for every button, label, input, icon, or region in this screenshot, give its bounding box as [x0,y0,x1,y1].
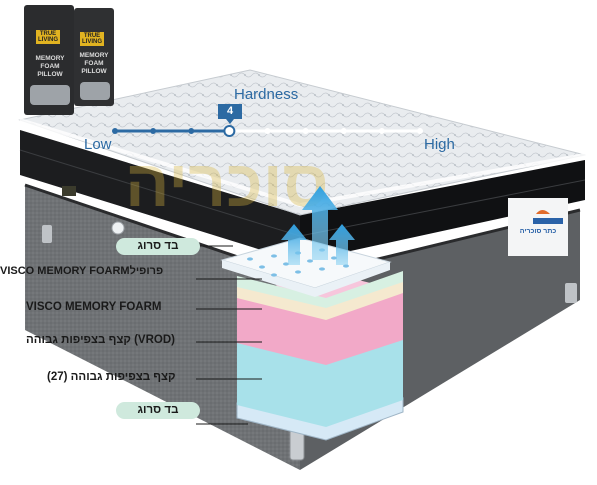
ventilation-hole [259,265,265,269]
layer-label-foam-vrod: קצף בצפיפות גבוהה (VROD) [26,334,175,346]
layer-label-foam-27: קצף בצפיפות גבוהה (27) [47,371,176,383]
leader-lines [196,245,262,425]
hardness-step-dot [302,128,309,134]
ventilation-hole [271,273,277,277]
hardness-step-dot [223,125,236,137]
ventilation-hole [247,257,253,261]
ventilation-hole [295,270,301,274]
layer-stack [220,237,404,441]
hardness-level-badge: 4 [226,105,234,117]
ventilation-hole [319,267,325,271]
hardness-step-dot [378,128,385,134]
pillow-package-1 [24,5,74,115]
layer-label-knit-bottom: בד סרוג [116,402,200,419]
hardness-step-dot [264,128,271,134]
hardness-step-dot [150,128,157,134]
bed-legs [42,225,577,461]
pillow-2-line1: MEMORY [79,52,109,59]
brand-tag: כתר סוכריה [519,228,557,235]
pillow-package-2 [74,8,114,106]
hardness-step-dot [112,128,118,134]
hardness-step-dot [417,128,423,134]
pillow-1-line1: MEMORY [35,55,65,62]
hardness-scale [112,104,423,137]
pillow-2-brand: TRUE LIVING [81,33,102,45]
hardness-low-label: Low [84,136,112,153]
ventilation-hole [283,262,289,266]
pillow-1-brand: TRUE LIVING [37,31,58,43]
ventilation-hole [331,256,337,260]
pillow-2-line2: FOAM [84,60,104,67]
layer-label-visco-profile: VISCO MEMORY FOARMפרופיל [0,265,164,277]
hardness-step-dot [340,128,347,134]
ventilation-hole [307,259,313,263]
pressure-arrows [281,186,355,265]
hardness-step-dot [188,128,195,134]
ventilation-hole [271,254,277,258]
layer-label-knit-top: בד סרוג [116,238,200,255]
layer-label-visco: VISCO MEMORY FOARM [26,301,162,313]
pillow-2-line3: PILLOW [81,68,107,75]
pillow-1-line2: FOAM [40,63,60,70]
watermark-text: סוכריה [125,146,329,220]
hardness-high-label: High [424,136,455,153]
pillow-1-line3: PILLOW [37,71,63,78]
ventilation-hole [343,264,349,268]
hardness-title: Hardness [234,86,299,103]
